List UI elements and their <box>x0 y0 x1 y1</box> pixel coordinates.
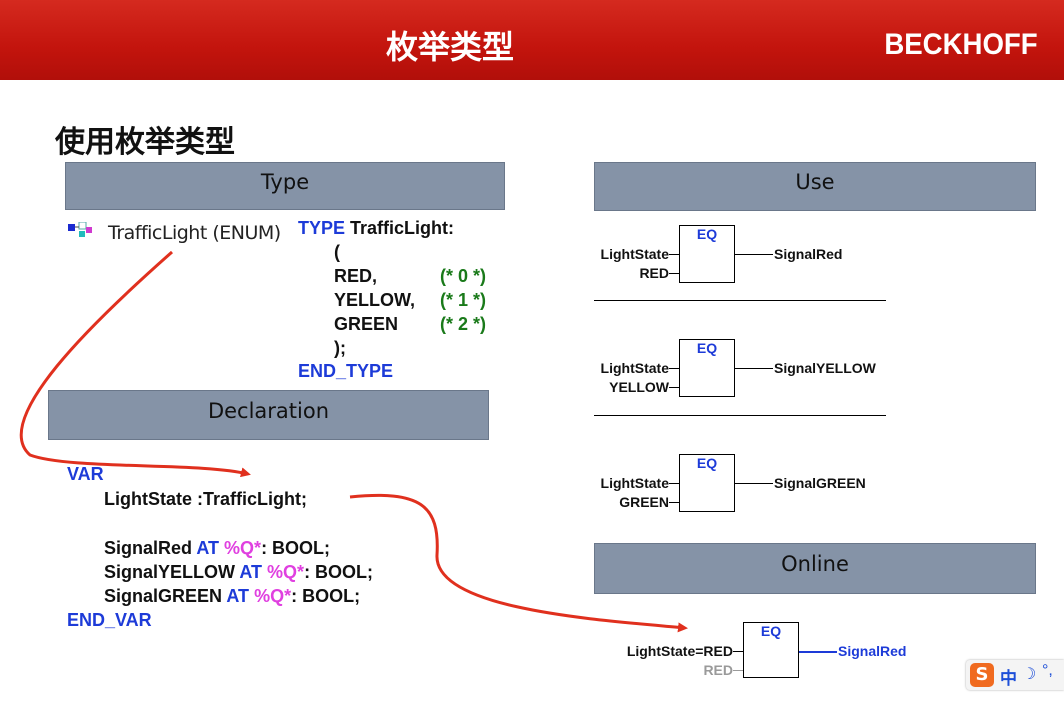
moon-icon[interactable]: ☽ <box>1022 666 1037 683</box>
beckhoff-logo: BECKHOFF <box>884 28 1038 61</box>
network-divider <box>594 415 886 416</box>
eq-block-green[interactable]: EQ <box>679 454 735 512</box>
type-keyword: TYPE <box>298 218 346 238</box>
eq-input1: LightState <box>600 246 669 262</box>
wire <box>669 502 679 503</box>
at-keyword: AT <box>196 538 220 558</box>
var-type: : BOOL; <box>304 562 374 582</box>
address: %Q* <box>267 562 305 582</box>
online-input2: RED <box>703 662 733 678</box>
eq-block-red[interactable]: EQ <box>679 225 735 283</box>
lightstate-declaration: LightState :TrafficLight; <box>104 489 307 509</box>
eq-output: SignalYELLOW <box>774 360 876 376</box>
enum-comment-green: (* 2 *) <box>440 314 487 334</box>
online-input1: LightState=RED <box>626 643 733 659</box>
online-section-label: Online <box>781 552 849 576</box>
type-keyword-line: TYPE TrafficLight: <box>298 218 454 239</box>
type-name: TrafficLight: <box>350 218 455 238</box>
eq-input2: YELLOW <box>609 379 669 395</box>
use-section-bar: Use <box>594 162 1036 211</box>
wire <box>669 368 679 369</box>
wire <box>669 254 679 255</box>
eq-label: EQ <box>760 623 782 639</box>
var-name: SignalRed <box>104 538 193 558</box>
declaration-section-bar: Declaration <box>48 390 489 440</box>
network-divider <box>594 300 886 301</box>
end-var-keyword: END_VAR <box>67 610 152 630</box>
enum-comment-red: (* 0 *) <box>440 266 487 286</box>
arrow-declaration-to-online <box>349 493 688 633</box>
enum-item-red: RED, <box>334 266 378 286</box>
var-line-signalyellow: SignalYELLOW AT %Q*: BOOL; <box>104 562 373 583</box>
at-keyword: AT <box>239 562 263 582</box>
var-type: : BOOL; <box>261 538 331 558</box>
eq-output: SignalRed <box>774 246 843 262</box>
wire <box>669 273 679 274</box>
var-line-signalgreen: SignalGREEN AT %Q*: BOOL; <box>104 586 360 607</box>
wire <box>735 254 773 255</box>
eq-label: EQ <box>696 455 718 471</box>
end-type-keyword: END_TYPE <box>298 361 394 381</box>
title-bar <box>0 0 1064 80</box>
wire <box>733 670 743 671</box>
use-section-label: Use <box>795 170 835 194</box>
eq-label: EQ <box>696 340 718 356</box>
enum-tree-label[interactable]: TrafficLight (ENUM) <box>108 222 281 244</box>
ime-toolbar[interactable]: S 中 ☽ °, <box>966 660 1064 690</box>
eq-label: EQ <box>696 226 718 242</box>
address: %Q* <box>254 586 292 606</box>
wire <box>735 368 773 369</box>
enum-tree-icon <box>68 221 100 242</box>
var-line-signalred: SignalRed AT %Q*: BOOL; <box>104 538 330 559</box>
close-paren: ); <box>334 338 346 358</box>
eq-output: SignalGREEN <box>774 475 866 491</box>
eq-input1: LightState <box>600 475 669 491</box>
type-section-bar: Type <box>65 162 505 210</box>
ime-mode-label[interactable]: 中 <box>1000 669 1017 689</box>
address: %Q* <box>224 538 262 558</box>
at-keyword: AT <box>226 586 250 606</box>
online-output: SignalRed <box>838 643 907 659</box>
online-section-bar: Online <box>594 543 1036 594</box>
eq-block-online[interactable]: EQ <box>743 622 799 678</box>
enum-item-yellow: YELLOW, <box>334 290 415 310</box>
eq-input2: GREEN <box>619 494 669 510</box>
wire <box>735 483 773 484</box>
wire <box>669 387 679 388</box>
arrow-type-to-declaration <box>19 250 251 478</box>
declaration-section-label: Declaration <box>207 399 330 423</box>
eq-input1: LightState <box>600 360 669 376</box>
var-name: SignalYELLOW <box>104 562 236 582</box>
open-paren: ( <box>334 242 340 262</box>
type-section-label: Type <box>260 170 310 194</box>
enum-item-green: GREEN <box>334 314 399 334</box>
punctuation-icon[interactable]: °, <box>1042 662 1053 679</box>
var-name: SignalGREEN <box>104 586 223 606</box>
var-type: : BOOL; <box>291 586 361 606</box>
wire <box>669 483 679 484</box>
slide-title: 枚举类型 <box>385 28 514 66</box>
enum-comment-yellow: (* 1 *) <box>440 290 487 310</box>
eq-input2: RED <box>639 265 669 281</box>
page-heading: 使用枚举类型 <box>55 125 235 160</box>
sogou-icon[interactable]: S <box>970 663 994 687</box>
wire-active <box>799 651 837 653</box>
wire <box>733 651 743 652</box>
var-keyword: VAR <box>67 464 104 484</box>
eq-block-yellow[interactable]: EQ <box>679 339 735 397</box>
